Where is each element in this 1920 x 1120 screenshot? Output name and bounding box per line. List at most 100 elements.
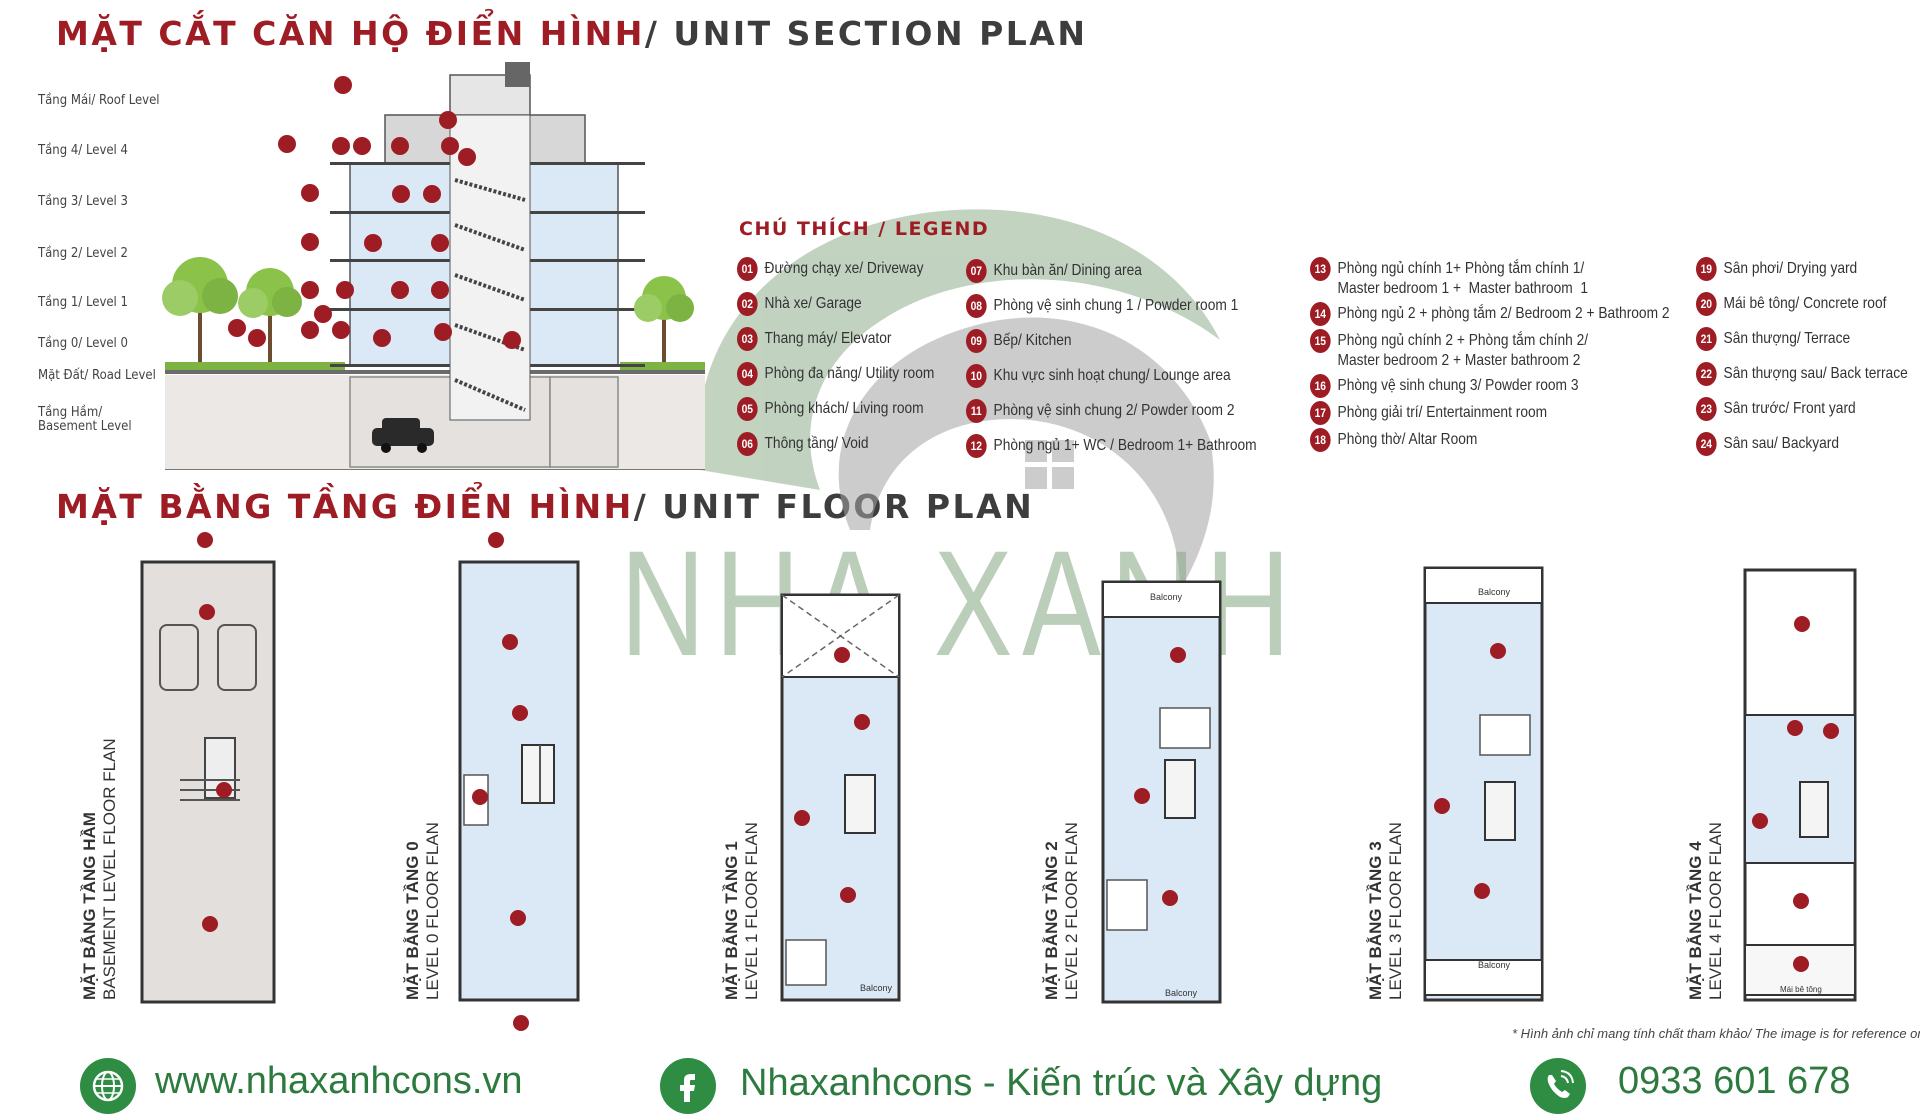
legend-number: 21 xyxy=(1696,327,1717,351)
legend-text: Sân phơi/ Drying yard xyxy=(1723,260,1858,277)
plan-caption-vi: MẶT BẰNG TẦNG 0 xyxy=(403,841,422,1000)
legend-number: 15 xyxy=(1310,329,1331,353)
legend-text: Phòng khách/ Living room xyxy=(764,400,924,417)
balcony-label: Balcony xyxy=(1150,592,1183,602)
floor-title-vi: MẶT BẰNG TẦNG ĐIỂN HÌNH xyxy=(56,487,634,526)
legend-item: 19 Sân phơi/ Drying yard xyxy=(1696,257,1908,281)
level-label-2: Tầng 2/ Level 2 xyxy=(38,246,128,261)
legend-number: 18 xyxy=(1310,428,1331,452)
floor-plan-level-4 xyxy=(1743,568,1857,1002)
legend-number: 19 xyxy=(1696,257,1717,281)
legend-item: 18 Phòng thờ/ Altar Room xyxy=(1310,428,1670,452)
globe-icon xyxy=(80,1058,136,1114)
section-title-en: / UNIT SECTION PLAN xyxy=(644,14,1088,53)
floor-plans xyxy=(140,532,1857,1031)
plan-caption-level-4: MẶT BẰNG TẦNG 4 LEVEL 4 FLOOR FLAN xyxy=(1686,822,1726,1000)
plan-caption-en: LEVEL 0 FLOOR FLAN xyxy=(423,822,442,1000)
legend-text: Phòng đa năng/ Utility room xyxy=(764,365,935,382)
legend-number: 07 xyxy=(966,259,987,283)
legend-number: 24 xyxy=(1696,432,1717,456)
legend-item: 03 Thang máy/ Elevator xyxy=(737,327,934,351)
plan-caption-vi: MẶT BẰNG TẦNG HẦM xyxy=(80,812,99,1000)
legend-text: Phòng ngủ chính 2 + Phòng tắm chính 2/ M… xyxy=(1337,332,1589,369)
legend-number: 11 xyxy=(966,399,987,423)
legend-number: 10 xyxy=(966,364,987,388)
plan-caption-vi: MẶT BẰNG TẦNG 1 xyxy=(722,841,741,1000)
floor-title: MẶT BẰNG TẦNG ĐIỂN HÌNH/ UNIT FLOOR PLAN xyxy=(56,487,1034,526)
legend-text: Sân trước/ Front yard xyxy=(1723,400,1856,417)
legend-number: 13 xyxy=(1310,257,1331,281)
legend-number: 06 xyxy=(737,432,758,456)
balcony-label: Balcony xyxy=(860,983,893,993)
plan-caption-en: BASEMENT LEVEL FLOOR FLAN xyxy=(100,738,119,1000)
level-label-roof: Tầng Mái/ Roof Level xyxy=(38,93,160,108)
reference-note: * Hình ảnh chỉ mang tính chất tham khảo/… xyxy=(1512,1026,1920,1041)
legend-text: Phòng thờ/ Altar Room xyxy=(1337,431,1478,448)
legend-number: 23 xyxy=(1696,397,1717,421)
legend-item: 12 Phòng ngủ 1+ WC / Bedroom 1+ Bathroom xyxy=(966,434,1257,458)
plan-caption-en: LEVEL 4 FLOOR FLAN xyxy=(1706,822,1725,1000)
legend-text: Sân thượng/ Terrace xyxy=(1723,330,1851,347)
facebook-link[interactable]: Nhaxanhcons - Kiến trúc và Xây dựng xyxy=(740,1062,1383,1104)
legend-text: Phòng giải trí/ Entertainment room xyxy=(1337,404,1548,421)
tree-icon xyxy=(162,257,238,362)
legend-text: Phòng ngủ 1+ WC / Bedroom 1+ Bathroom xyxy=(993,437,1257,454)
balcony-label: Balcony xyxy=(1165,988,1198,998)
tree-icon xyxy=(238,268,302,362)
legend-text: Phòng vệ sinh chung 2/ Powder room 2 xyxy=(993,402,1235,419)
plan-caption-basement: MẶT BẰNG TẦNG HẦM BASEMENT LEVEL FLOOR F… xyxy=(80,738,120,1000)
floor-plan-level-3 xyxy=(1423,566,1544,1002)
floor-title-en: / UNIT FLOOR PLAN xyxy=(633,487,1035,526)
legend-text: Mái bê tông/ Concrete roof xyxy=(1723,295,1887,312)
section-title: MẶT CẮT CĂN HỘ ĐIỂN HÌNH/ UNIT SECTION P… xyxy=(56,14,1087,53)
car-icon xyxy=(372,418,434,453)
level-label-road: Mặt Đất/ Road Level xyxy=(38,368,156,383)
plan-caption-level-3: MẶT BẰNG TẦNG 3 LEVEL 3 FLOOR FLAN xyxy=(1366,822,1406,1000)
floor-plan-level-0 xyxy=(458,532,580,1031)
phone-icon xyxy=(1530,1058,1586,1114)
legend-text: Khu bàn ăn/ Dining area xyxy=(993,262,1142,279)
plan-caption-level-2: MẶT BẰNG TẦNG 2 LEVEL 2 FLOOR FLAN xyxy=(1042,822,1082,1000)
balcony-label: Balcony xyxy=(1478,587,1511,597)
legend-text: Thang máy/ Elevator xyxy=(764,330,892,347)
plan-caption-vi: MẶT BẰNG TẦNG 2 xyxy=(1042,841,1061,1000)
plan-caption-level-0: MẶT BẰNG TẦNG 0 LEVEL 0 FLOOR FLAN xyxy=(403,822,443,1000)
legend-number: 03 xyxy=(737,327,758,351)
section-drawing xyxy=(162,62,705,470)
plan-caption-en: LEVEL 1 FLOOR FLAN xyxy=(742,822,761,1000)
legend-item: 16 Phòng vệ sinh chung 3/ Powder room 3 xyxy=(1310,374,1670,398)
legend-text: Sân thượng sau/ Back terrace xyxy=(1723,365,1908,382)
section-title-vi: MẶT CẮT CĂN HỘ ĐIỂN HÌNH xyxy=(56,14,645,53)
concrete-roof-label: Mái bê tông xyxy=(1780,985,1822,994)
legend-number: 14 xyxy=(1310,302,1331,326)
balcony-label: Balcony xyxy=(1478,960,1511,970)
legend-text: Phòng ngủ chính 1+ Phòng tắm chính 1/ Ma… xyxy=(1337,260,1588,297)
floor-plan-level-2 xyxy=(1101,580,1222,1004)
legend-text: Phòng vệ sinh chung 3/ Powder room 3 xyxy=(1337,377,1579,394)
legend-number: 01 xyxy=(737,257,758,281)
legend-text: Phòng vệ sinh chung 1 / Powder room 1 xyxy=(993,297,1239,314)
legend-item: 21 Sân thượng/ Terrace xyxy=(1696,327,1908,351)
legend-item: 11 Phòng vệ sinh chung 2/ Powder room 2 xyxy=(966,399,1257,423)
legend-number: 16 xyxy=(1310,374,1331,398)
plan-caption-level-1: MẶT BẰNG TẦNG 1 LEVEL 1 FLOOR FLAN xyxy=(722,822,762,1000)
phone-number[interactable]: 0933 601 678 xyxy=(1618,1060,1851,1102)
website-link[interactable]: www.nhaxanhcons.vn xyxy=(155,1060,523,1102)
legend-number: 02 xyxy=(737,292,758,316)
legend-number: 12 xyxy=(966,434,987,458)
